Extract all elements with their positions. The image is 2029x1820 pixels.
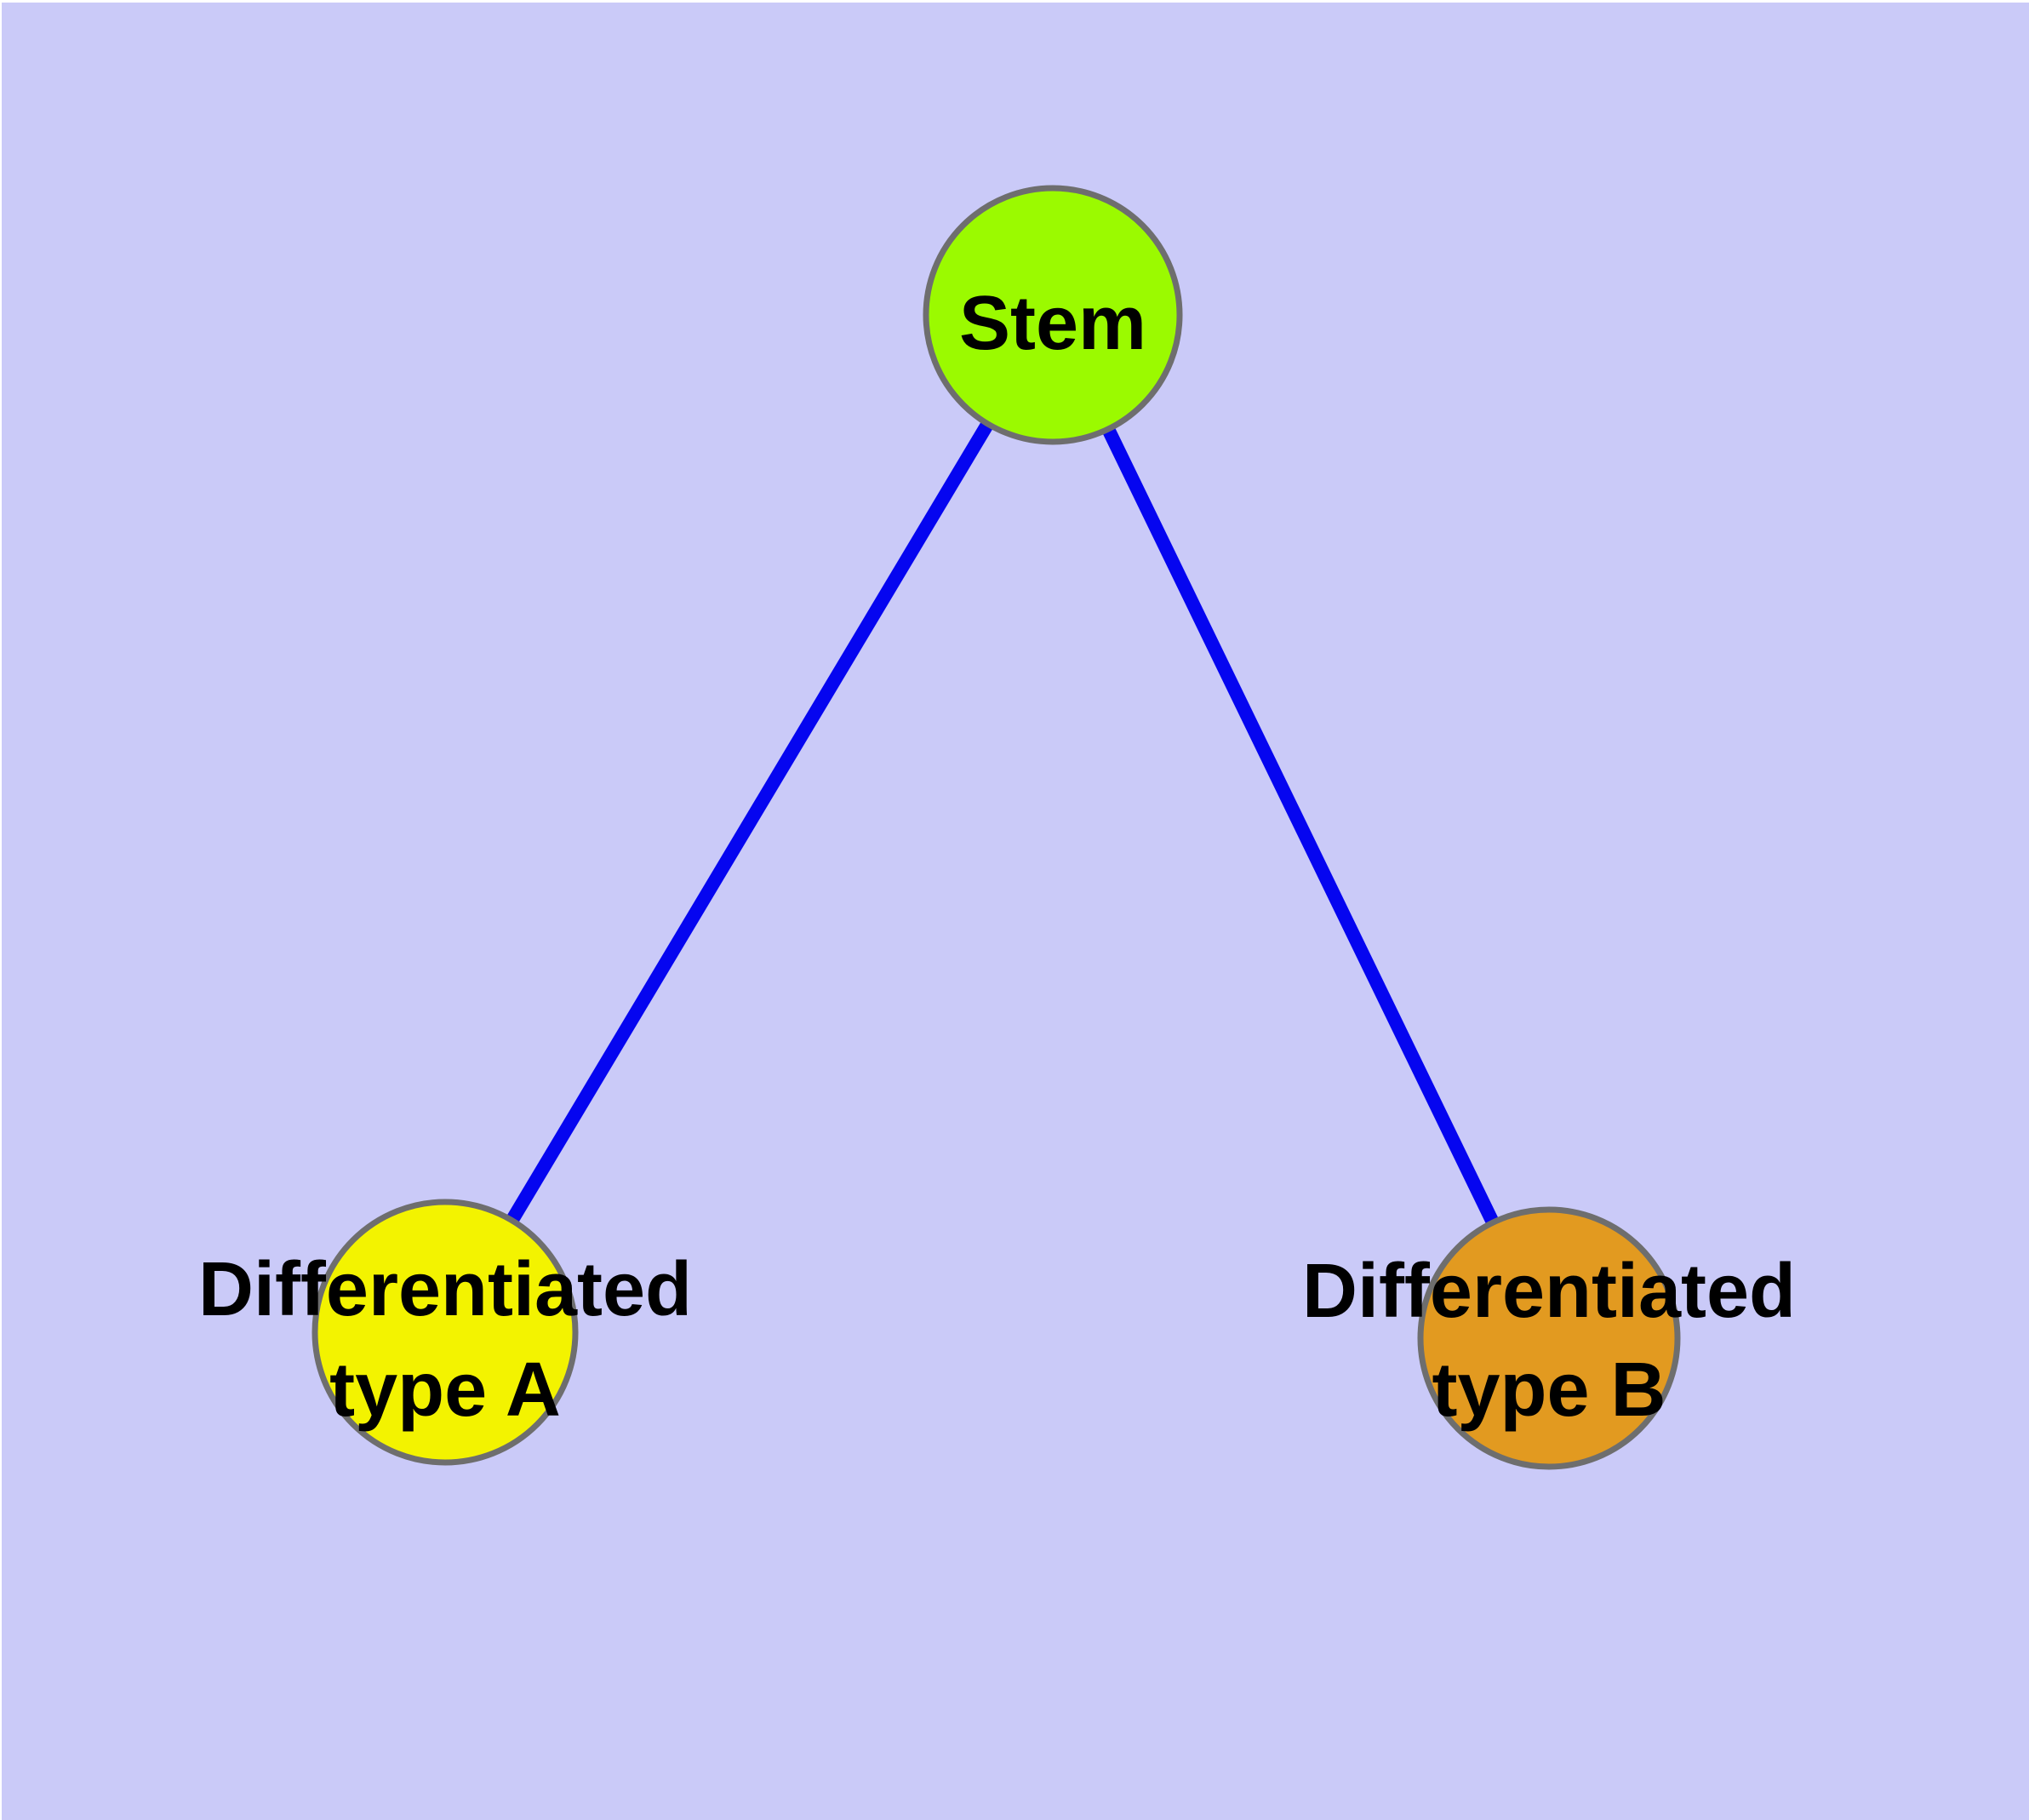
edge-stem-to-type-b	[1046, 312, 1556, 1342]
node-label-type-b-line2: type B	[1432, 1348, 1666, 1433]
node-label-type-a-line1: Differentiated	[198, 1247, 692, 1332]
node-stem	[923, 185, 1183, 445]
node-differentiated-type-b	[1417, 1206, 1681, 1470]
node-differentiated-type-a	[311, 1199, 579, 1466]
node-label-type-a-line2: type A	[329, 1348, 561, 1433]
node-label-type-b-line1: Differentiated	[1302, 1249, 1796, 1334]
node-label-stem: Stem	[959, 281, 1146, 366]
edge-stem-to-type-a	[439, 311, 1059, 1336]
